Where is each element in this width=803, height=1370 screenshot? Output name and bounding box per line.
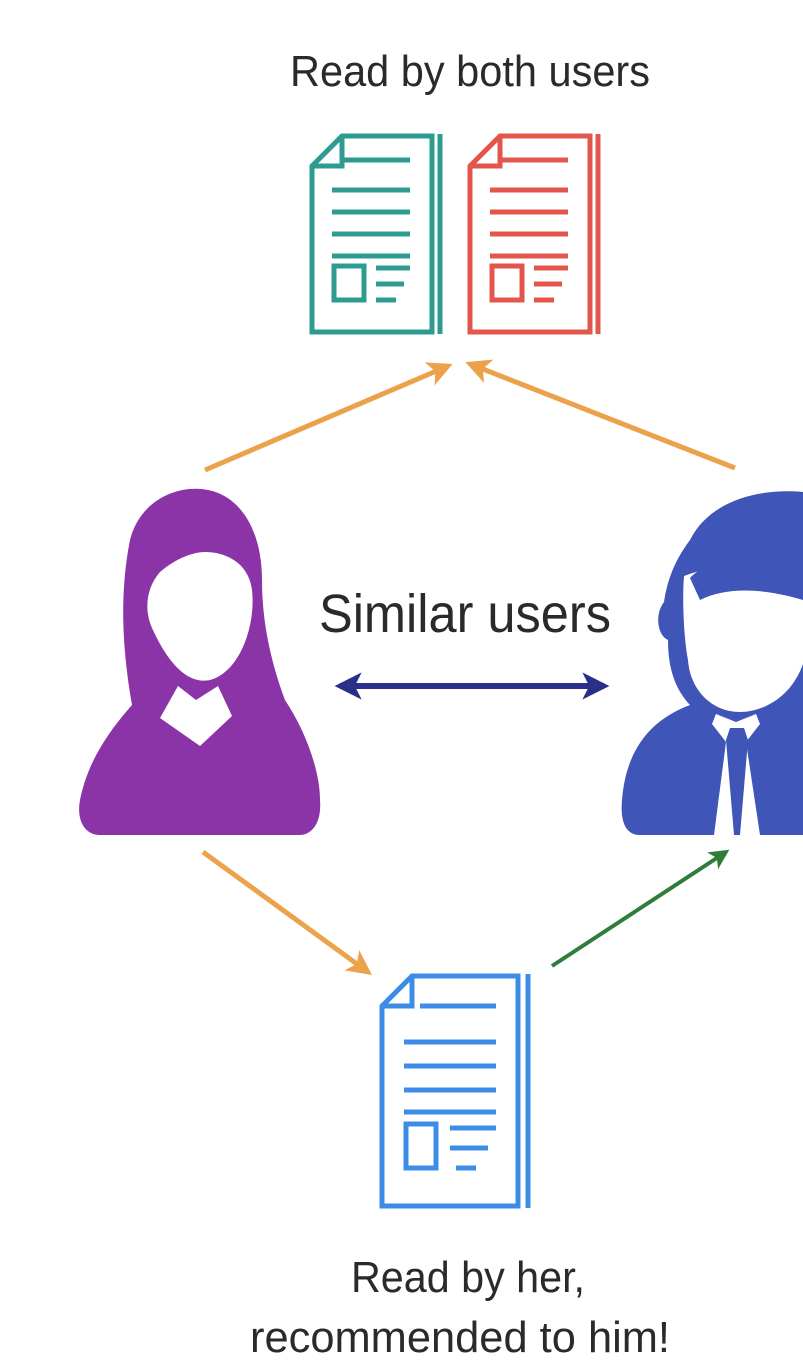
arrow-her-to-recommended <box>201 849 373 975</box>
top-label: Read by both users <box>290 47 650 96</box>
middle-label: Similar users <box>319 584 611 644</box>
woman-user-icon <box>79 488 321 835</box>
doc-shared-left-icon <box>309 133 443 335</box>
man-user-icon <box>621 491 803 835</box>
arrow-her-to-shared <box>204 362 453 473</box>
bottom-label-line2: recommended to him! <box>250 1313 670 1362</box>
arrow-recommended-to-him <box>550 849 730 968</box>
arrow-him-to-shared <box>465 359 736 471</box>
bottom-label-line1: Read by her, <box>351 1253 585 1302</box>
doc-shared-right-icon <box>467 133 601 335</box>
doc-recommended-icon <box>379 973 531 1209</box>
